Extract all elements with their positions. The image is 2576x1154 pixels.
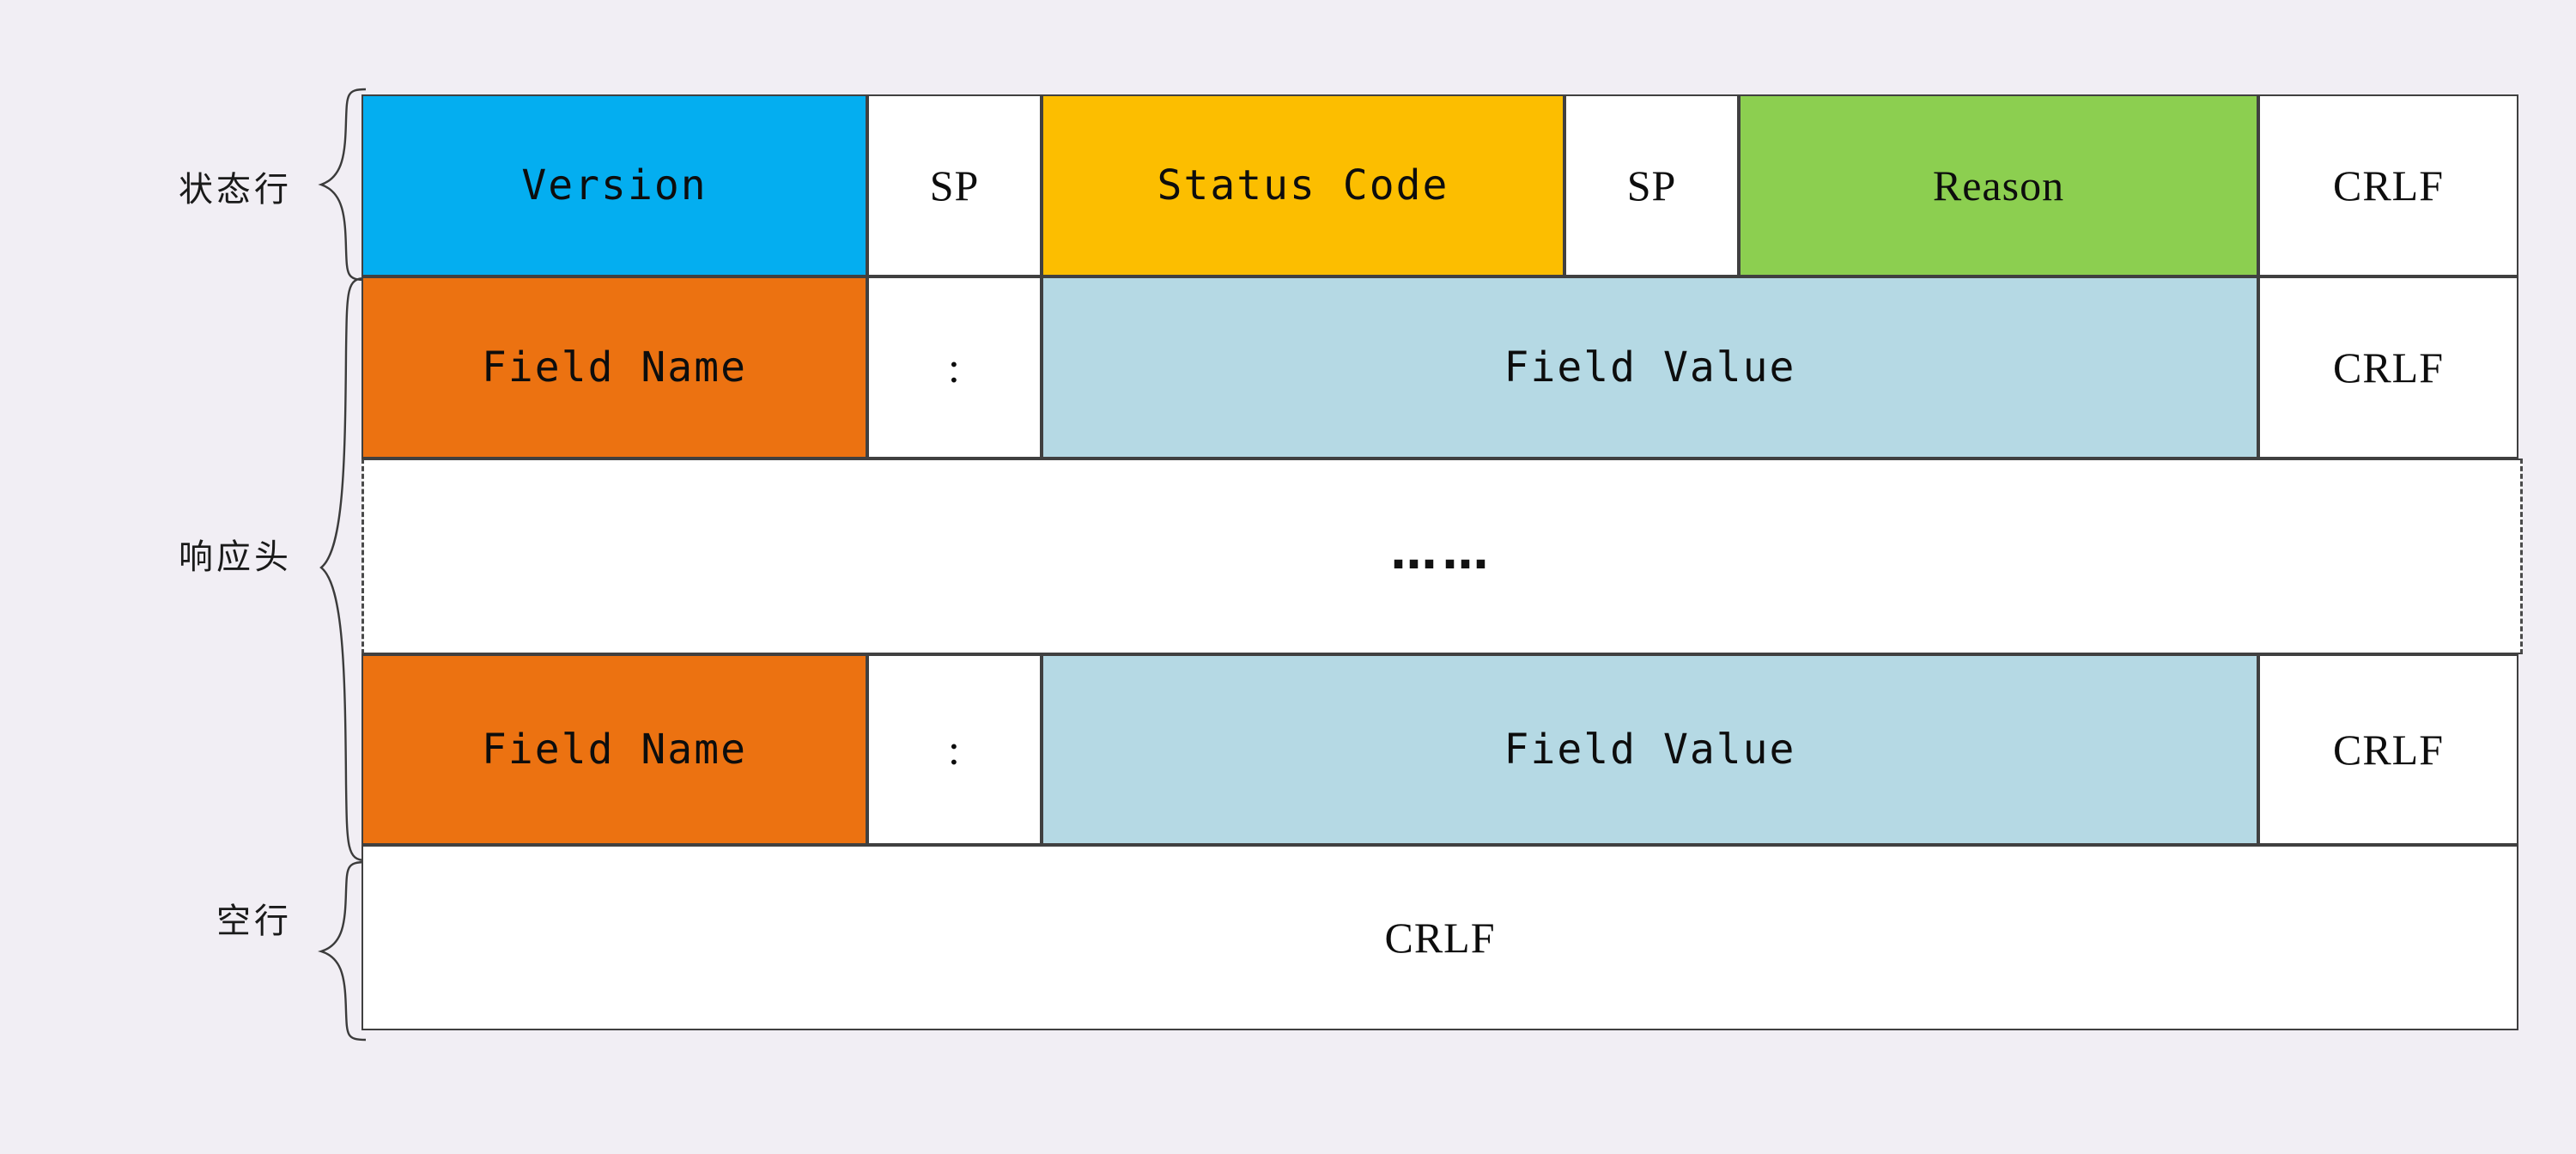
cell-colon-last: : bbox=[867, 654, 1042, 845]
brace-response-headers bbox=[319, 276, 367, 862]
cell-sp-2: SP bbox=[1564, 94, 1739, 276]
cell-field-name-last: Field Name bbox=[361, 654, 867, 845]
brace-status-line bbox=[318, 88, 367, 282]
cell-crlf-status-line: CRLF bbox=[2258, 94, 2518, 276]
cell-field-value-last: Field Value bbox=[1042, 654, 2258, 845]
cell-field-name-first: Field Name bbox=[361, 276, 867, 459]
cell-sp-1: SP bbox=[867, 94, 1042, 276]
cell-crlf-header-last: CRLF bbox=[2258, 654, 2518, 845]
cell-colon-first: : bbox=[867, 276, 1042, 459]
ellipsis-label: …… bbox=[1390, 525, 1494, 580]
cell-field-value-first: Field Value bbox=[1042, 276, 2258, 459]
cell-reason: Reason bbox=[1739, 94, 2258, 276]
section-label-status-line: 状态行 bbox=[179, 170, 292, 210]
section-label-response-headers: 响应头 bbox=[179, 538, 292, 577]
brace-blank-line bbox=[318, 860, 367, 1042]
cell-crlf-blank-line: CRLF bbox=[361, 845, 2518, 1030]
cell-version: Version bbox=[361, 94, 867, 276]
row-header-ellipsis: …… bbox=[361, 459, 2523, 654]
section-label-blank-line: 空行 bbox=[216, 902, 292, 941]
cell-status-code: Status Code bbox=[1042, 94, 1564, 276]
cell-crlf-header-first: CRLF bbox=[2258, 276, 2518, 459]
